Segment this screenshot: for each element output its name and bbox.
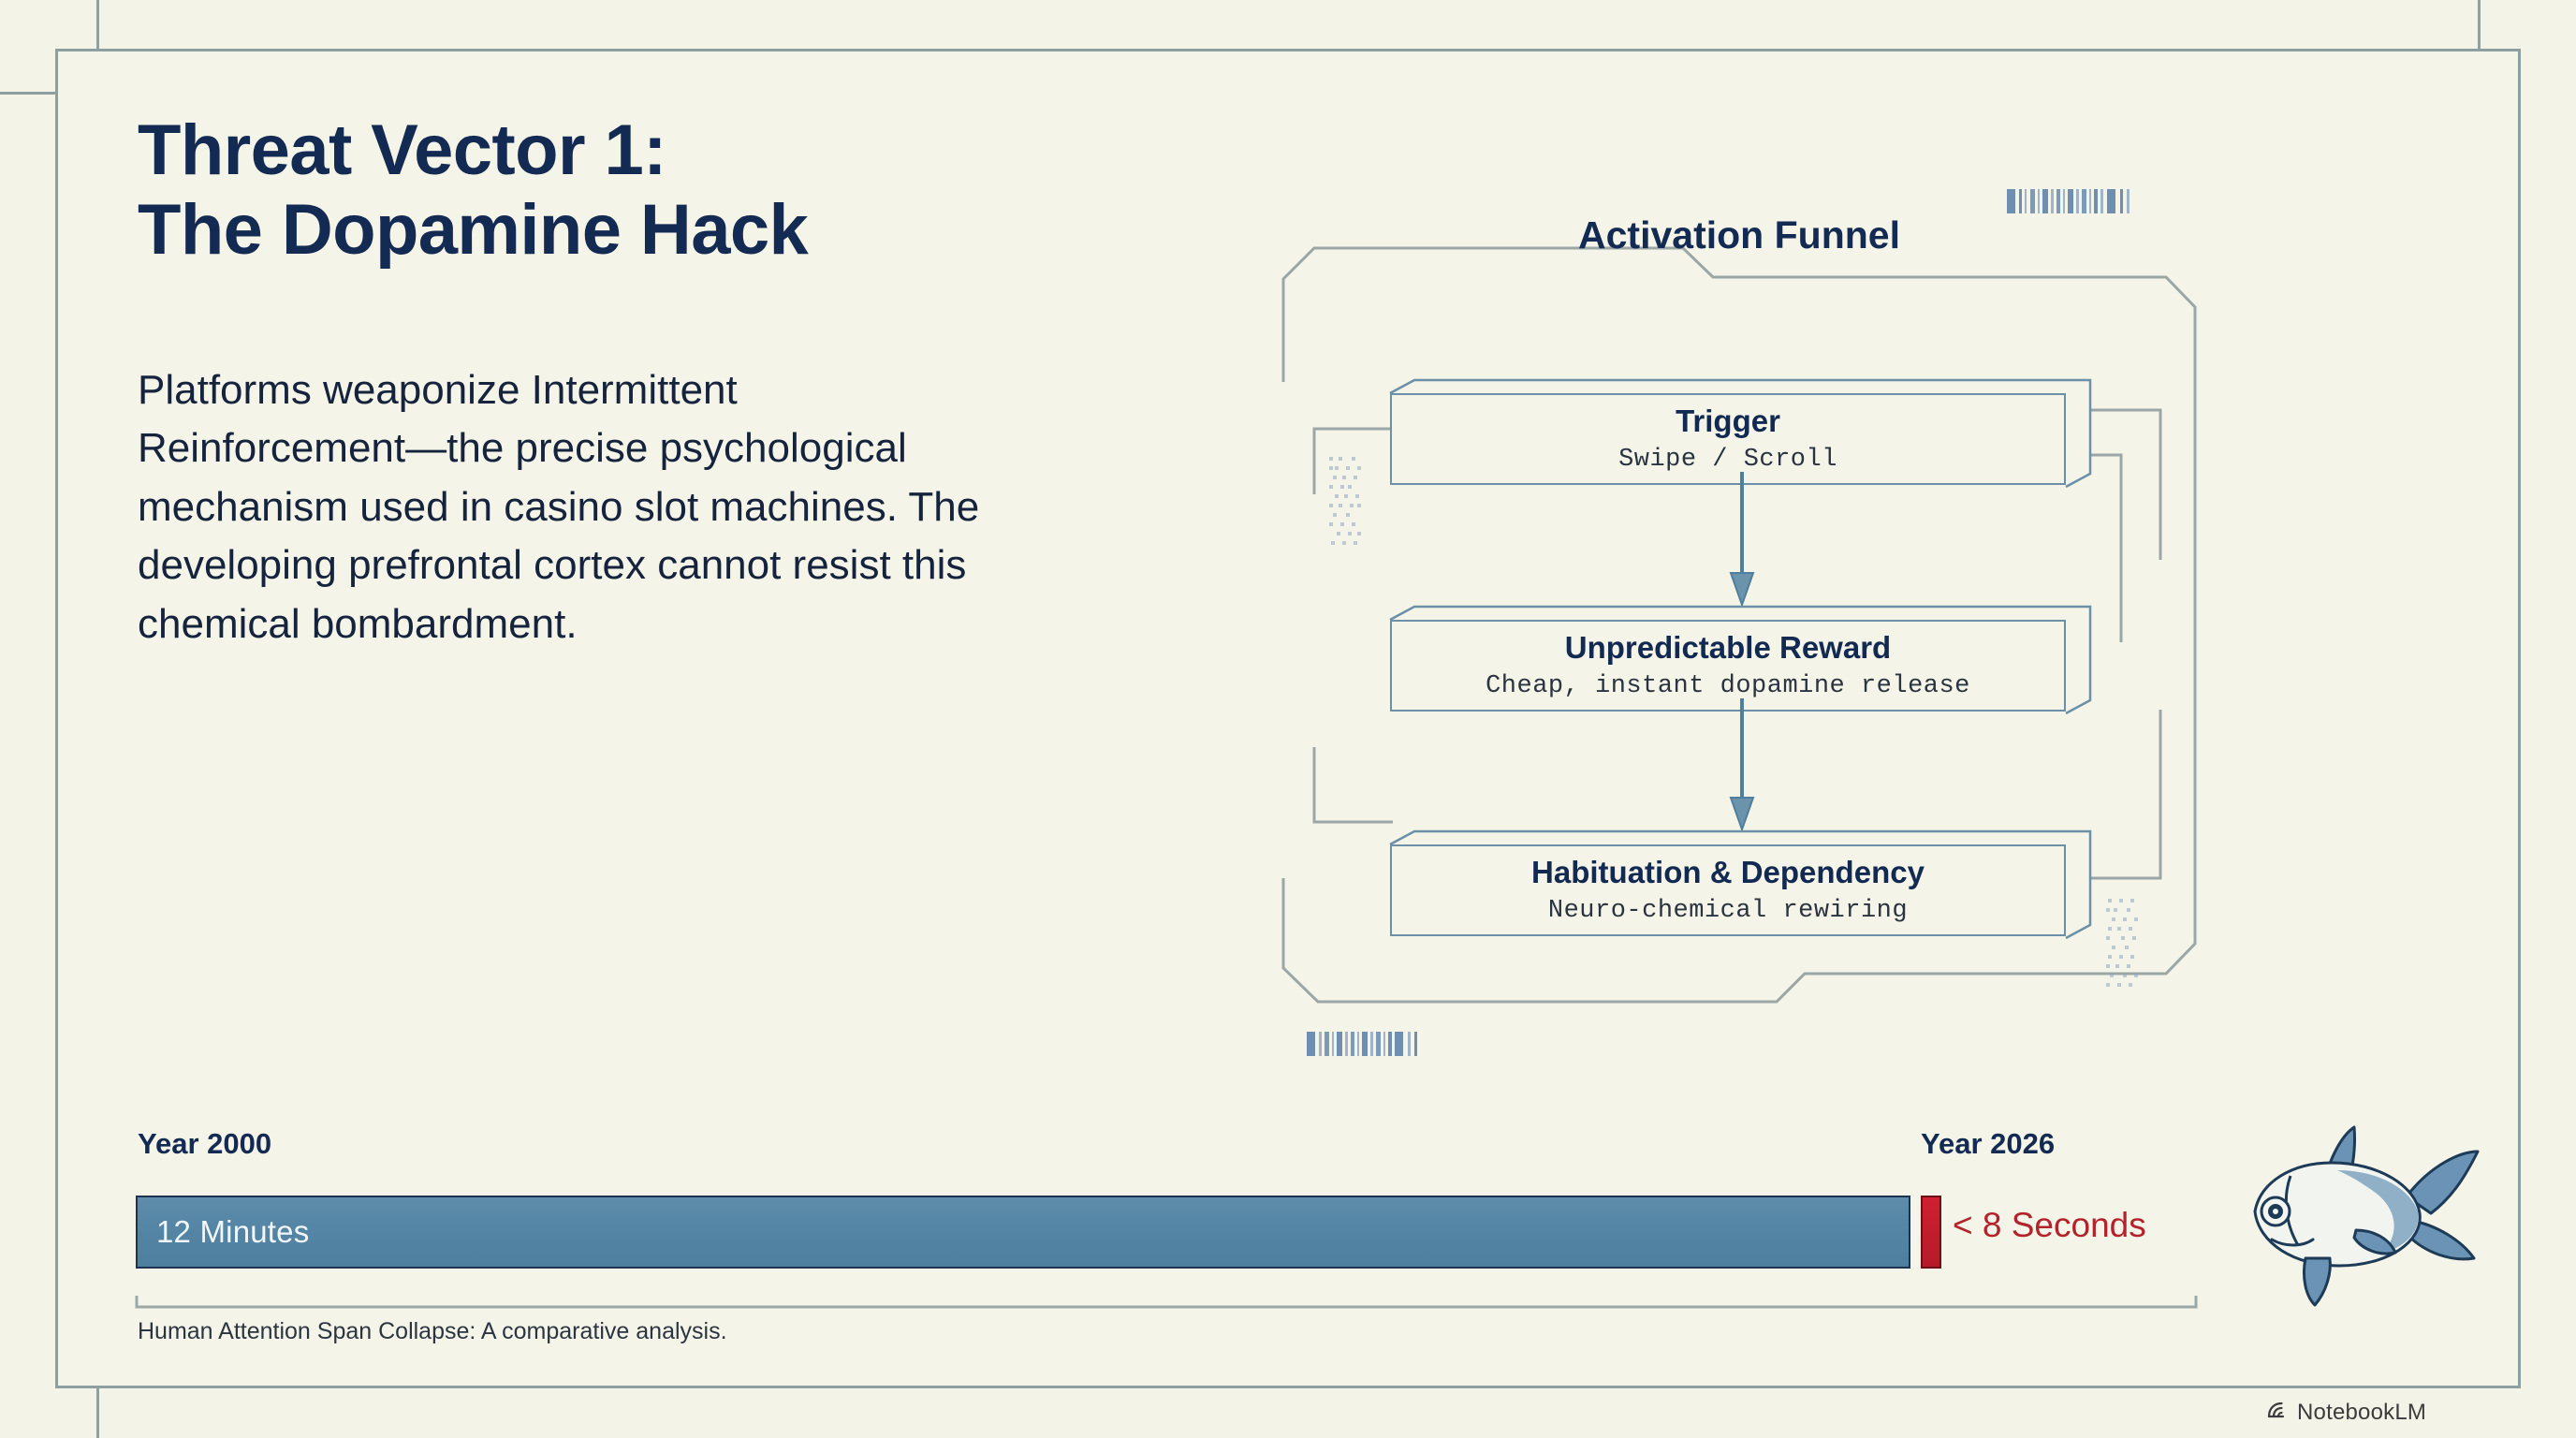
barcode-top-right [2005,187,2145,215]
notebooklm-icon [2265,1399,2288,1426]
funnel-step-sublabel: Swipe / Scroll [1618,445,1837,474]
bar-year-2000: 12 Minutes [136,1196,1910,1269]
bar-value-year-2000: 12 Minutes [156,1214,310,1249]
goldfish-illustration [2232,1122,2485,1309]
footer-brand-label: NotebookLM [2297,1399,2427,1425]
funnel-step-sublabel: Neuro-chemical rewiring [1547,896,1909,925]
funnel-step-label: Habituation & Dependency [1531,855,1925,890]
title-line-1: Threat Vector 1: [138,110,666,190]
funnel-step-label: Trigger [1676,404,1780,439]
funnel-step-label: Unpredictable Reward [1564,630,1892,666]
dot-matrix-left [1327,455,1365,563]
funnel-step-sublabel: Cheap, instant dopamine release [1486,671,1970,700]
arrow-trigger-to-reward [1728,472,1756,613]
funnel-step-trigger: Trigger Swipe / Scroll [1389,378,2092,489]
activation-funnel-diagram: Activation Funnel Trigger Swipe / Scroll [1281,189,2198,1056]
chart-caption: Human Attention Span Collapse: A compara… [138,1318,727,1344]
page-title: Threat Vector 1: The Dopamine Hack [138,110,1186,270]
chart-label-year-2026: Year 2026 [1921,1127,2056,1160]
funnel-step-face [1390,844,2066,936]
crop-mark-top-left-horizontal [0,92,57,95]
funnel-step-face [1390,620,2066,712]
title-line-2: The Dopamine Hack [138,190,809,271]
funnel-step-face [1390,393,2066,485]
arrow-reward-to-habituation [1728,698,1756,840]
funnel-step-unpredictable-reward: Unpredictable Reward Cheap, instant dopa… [1389,605,2092,715]
body-paragraph: Platforms weaponize Intermittent Reinfor… [138,367,980,647]
slide-frame [55,49,2521,1388]
dot-matrix-right [2104,897,2142,1005]
diagram-title: Activation Funnel [1578,213,1900,257]
barcode-bottom-left [1305,1030,1445,1058]
funnel-step-habituation-dependency: Habituation & Dependency Neuro-chemical … [1389,829,2092,940]
chart-label-year-2000: Year 2000 [138,1127,272,1160]
crop-mark-top-right-vertical [2478,0,2481,51]
bar-value-year-2026: < 8 Seconds [1953,1206,2146,1244]
footer-brand: NotebookLM [2265,1399,2426,1426]
crop-mark-top-left-vertical [96,0,99,51]
bar-year-2026 [1921,1196,1941,1269]
crop-mark-bottom-left-vertical [96,1387,99,1438]
chart-axis [135,1296,2198,1314]
